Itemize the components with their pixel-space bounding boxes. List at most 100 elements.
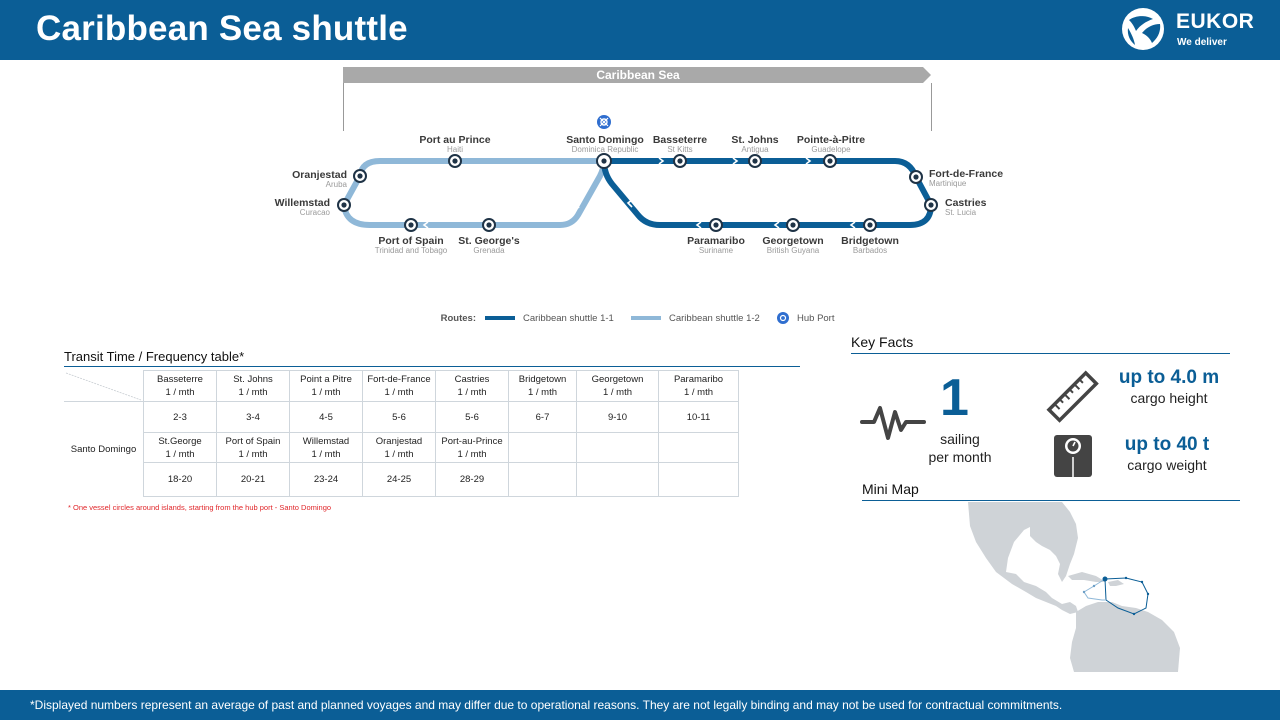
- port-name-basseterre: Basseterre: [653, 134, 707, 146]
- days-cell: 28-29: [435, 462, 509, 497]
- sailing-number: 1: [940, 369, 969, 427]
- port-name-pointe-a-pitre: Pointe-à-Pitre: [797, 134, 865, 146]
- station-dot-paramaribo: [713, 222, 719, 228]
- days-cell: 18-20: [143, 462, 217, 497]
- empty-cell: [508, 462, 577, 497]
- cuba-shape: [1068, 572, 1106, 582]
- weight-value: up to 40 t: [1124, 434, 1210, 455]
- sea-banner-label: Caribbean Sea: [596, 68, 680, 82]
- sea-banner: [343, 67, 931, 83]
- port-country-castries: St. Lucia: [945, 208, 977, 217]
- key-facts-rule: [851, 353, 1230, 354]
- route-diagram: Caribbean Sea Santo Domingo Dominica Rep…: [275, 67, 1003, 324]
- port-name-santo-domingo: Santo Domingo: [566, 134, 644, 146]
- port-country-basseterre: St Kitts: [667, 145, 692, 154]
- station-dot-pointe-a-pitre: [827, 158, 833, 164]
- days-cell: 20-21: [216, 462, 290, 497]
- port-name-st-georges: St. George's: [458, 235, 520, 247]
- table-corner: [64, 370, 144, 402]
- origin-cell: Santo Domingo: [64, 401, 144, 497]
- footer-bar: *Displayed numbers represent an average …: [0, 690, 1280, 720]
- logo-name: EUKOR: [1176, 10, 1255, 33]
- port-name-castries: Castries: [945, 197, 987, 209]
- empty-cell: [508, 432, 577, 463]
- port-country-st-georges: Grenada: [473, 246, 505, 255]
- legend-route2-label: Caribbean shuttle 1-2: [669, 313, 760, 324]
- mini-map-rule: [862, 500, 1240, 501]
- mini-map: [966, 502, 1186, 672]
- footer-disclaimer: *Displayed numbers represent an average …: [30, 698, 1063, 712]
- station-dot-st-georges: [486, 222, 492, 228]
- station-dot-port-of-spain: [408, 222, 414, 228]
- header-bar: Caribbean Sea shuttle EUKOR We deliver: [0, 0, 1280, 60]
- logo-tagline: We deliver: [1177, 37, 1227, 48]
- port-name-bridgetown: Bridgetown: [841, 235, 899, 247]
- days-cell: 3-4: [216, 401, 290, 433]
- port-country-santo-domingo: Dominica Republic: [572, 145, 639, 154]
- station-dot-basseterre: [677, 158, 683, 164]
- port-country-fort-de-france: Martinique: [929, 179, 967, 188]
- port-country-willemstad: Curacao: [300, 208, 331, 217]
- port-name-paramaribo: Paramaribo: [687, 235, 745, 247]
- south-america-shape: [1070, 602, 1180, 672]
- hub-port-icon: [597, 115, 611, 129]
- port-country-port-au-prince: Haiti: [447, 145, 463, 154]
- days-cell: 23-24: [289, 462, 363, 497]
- table-title: Transit Time / Frequency table*: [64, 349, 245, 364]
- port-name-port-of-spain: Port of Spain: [378, 235, 443, 247]
- eukor-logo: EUKOR We deliver: [1120, 6, 1270, 54]
- empty-cell: [576, 432, 659, 463]
- mini-route-1-2: [1083, 578, 1106, 601]
- ruler-icon: [1046, 370, 1099, 423]
- legend-title: Routes:: [441, 313, 476, 324]
- days-cell: 2-3: [143, 401, 217, 433]
- table-row: Santo Domingo 2-3 3-4 4-5 5-6 5-6 6-7 9-…: [64, 401, 739, 497]
- port-country-oranjestad: Aruba: [326, 180, 348, 189]
- page-title: Caribbean Sea shuttle: [36, 9, 408, 48]
- route-1-2-line: [341, 158, 607, 228]
- table-note: * One vessel circles around islands, sta…: [68, 503, 332, 512]
- days-cell: 24-25: [362, 462, 436, 497]
- port-name-oranjestad: Oranjestad: [292, 169, 347, 181]
- mini-hub-dot: [1102, 576, 1108, 582]
- days-cell: 5-6: [435, 401, 509, 433]
- route-legend: Routes: Caribbean shuttle 1-1 Caribbean …: [441, 312, 835, 324]
- station-dot-castries: [928, 202, 934, 208]
- mini-route-1-1: [1104, 577, 1149, 615]
- empty-cell: [658, 432, 739, 463]
- legend-hub-label: Hub Port: [797, 313, 835, 324]
- station-dot-willemstad: [341, 202, 347, 208]
- port-name-georgetown: Georgetown: [762, 235, 823, 247]
- port-name-willemstad: Willemstad: [275, 197, 330, 209]
- pulse-icon: [860, 406, 926, 440]
- globe-icon: [1122, 8, 1164, 50]
- station-dot-oranjestad: [357, 173, 363, 179]
- florida-shape: [1030, 502, 1078, 582]
- port-country-port-of-spain: Trinidad and Tobago: [375, 246, 448, 255]
- route-1-1-line: [601, 158, 934, 228]
- days-cell: 6-7: [508, 401, 577, 433]
- port-country-pointe-a-pitre: Guadelope: [811, 145, 851, 154]
- port-country-st-johns: Antigua: [741, 145, 769, 154]
- empty-cell: [576, 462, 659, 497]
- station-dot-bridgetown: [867, 222, 873, 228]
- days-cell: 9-10: [576, 401, 659, 433]
- hispaniola-shape: [1108, 580, 1124, 586]
- weight-label: cargo weight: [1127, 457, 1207, 473]
- empty-cell: [658, 462, 739, 497]
- legend-hub-icon: [777, 312, 789, 324]
- height-label: cargo height: [1130, 390, 1208, 406]
- port-country-bridgetown: Barbados: [853, 246, 887, 255]
- legend-route1-label: Caribbean shuttle 1-1: [523, 313, 614, 324]
- scale-icon: [1054, 435, 1092, 477]
